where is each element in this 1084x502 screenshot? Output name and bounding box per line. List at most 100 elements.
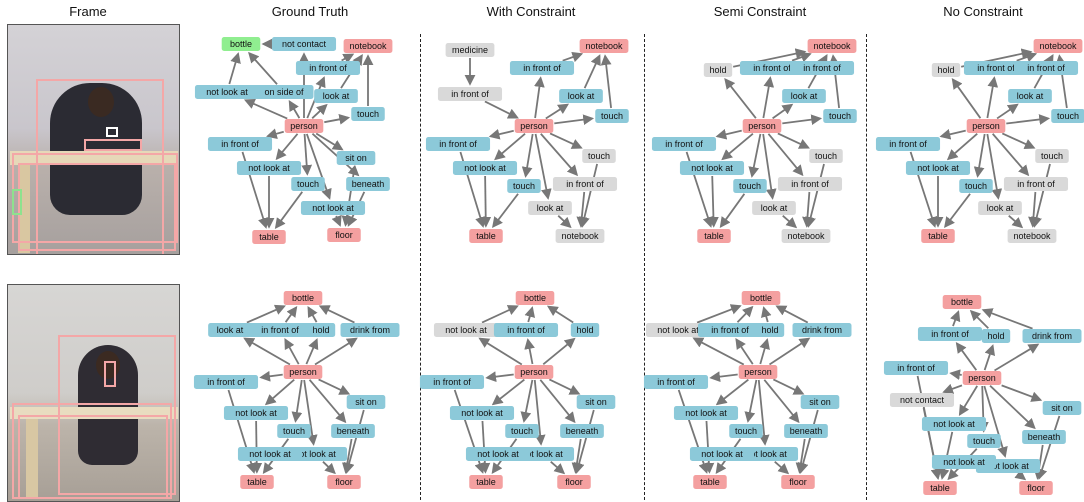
edge-person-to-notlookg — [478, 337, 523, 366]
node-box — [752, 201, 796, 215]
node-box — [437, 87, 503, 101]
node-label: bottle — [292, 293, 314, 303]
node-box — [1008, 89, 1052, 103]
edge-person-to-notlook1 — [491, 378, 525, 406]
edge-sit-to-floor — [573, 409, 595, 474]
node-label: in front of — [261, 325, 299, 335]
node-label: bottle — [951, 297, 973, 307]
separator-1 — [420, 34, 421, 500]
node-box — [283, 291, 323, 305]
node-label: look at — [217, 325, 244, 335]
node-label: on side of — [264, 87, 304, 97]
edge-person-to-infront2 — [949, 369, 962, 380]
header-no-constraint: No Constraint — [943, 4, 1023, 19]
node-label: touch — [973, 436, 995, 446]
node-box — [883, 361, 949, 375]
node-notlook3: not look at — [465, 447, 531, 461]
node-box — [792, 323, 852, 337]
node-beneath: beneath — [1022, 430, 1066, 444]
edge-person-to-toucha — [549, 132, 583, 149]
edge-notlook2-to-floor — [774, 460, 790, 475]
edge-person-to-sit — [548, 378, 581, 395]
node-infront2: in front of — [651, 137, 717, 151]
node-infront1b: in front of — [1013, 61, 1079, 75]
node-notlookg: not look at — [433, 323, 499, 337]
edge-lookg-to-notebook2 — [1008, 214, 1024, 229]
node-label: person — [520, 367, 548, 377]
node-notlook1: not look at — [921, 417, 987, 431]
node-label: person — [520, 121, 548, 131]
edge-person-to-lookat — [996, 103, 1019, 120]
node-label: not look at — [987, 461, 1029, 471]
edge-notlook1-to-table — [251, 420, 263, 474]
node-box — [469, 475, 503, 489]
edge-person-to-touch — [520, 379, 534, 423]
node-box — [921, 417, 987, 431]
edge-notlook2-to-table — [708, 175, 719, 228]
edge-notlook2-to-floor — [550, 460, 566, 475]
edge-person-to-notcontact — [942, 383, 963, 394]
bbox-floor — [18, 163, 176, 251]
node-box — [505, 424, 539, 438]
node-box — [962, 371, 1002, 385]
node-box — [507, 179, 541, 193]
edge-beneath-to-floor — [795, 438, 807, 474]
node-label: drink from — [1032, 331, 1072, 341]
node-box — [1022, 430, 1066, 444]
edge-infront1-to-notebook — [562, 51, 584, 63]
node-box — [514, 119, 554, 133]
edge-drink-to-bottle — [981, 308, 1033, 330]
node-lookg: look at — [528, 201, 572, 215]
node-label: in front of — [657, 377, 695, 387]
edge-person-to-notlookg — [692, 337, 745, 366]
edge-person-to-notlook2 — [494, 132, 526, 161]
node-person: person — [284, 119, 324, 133]
edge-infront3-to-notebook2 — [802, 191, 813, 228]
edge-person-to-drink — [314, 337, 358, 366]
node-lookg: look at — [978, 201, 1022, 215]
edge-person-to-infront2 — [259, 370, 283, 382]
edge-person-to-notlook2 — [946, 132, 978, 161]
node-label: touch — [739, 181, 761, 191]
node-box — [284, 119, 324, 133]
node-person: person — [514, 365, 554, 379]
node-box — [449, 406, 515, 420]
edge-person-to-infront3 — [540, 133, 579, 177]
node-notebook2: notebook — [781, 229, 831, 243]
edge-notlookg-to-bottle — [481, 305, 519, 324]
node-infront3: in front of — [1003, 177, 1069, 191]
node-label: touch — [513, 181, 535, 191]
node-label: person — [744, 367, 772, 377]
node-notebook2: notebook — [1007, 229, 1057, 243]
separator-3 — [866, 34, 867, 500]
node-label: sit on — [1051, 403, 1073, 413]
node-label: notebook — [787, 231, 825, 241]
node-box — [729, 424, 763, 438]
node-label: floor — [565, 477, 583, 487]
node-label: in front of — [753, 63, 791, 73]
node-sit: sit on — [800, 395, 840, 409]
node-touch1: touch — [823, 109, 857, 123]
node-infront3: in front of — [552, 177, 618, 191]
edge-person-to-infront2 — [709, 371, 738, 382]
node-box — [306, 323, 336, 337]
node-infront1: in front of — [247, 323, 313, 337]
node-label: touch — [1057, 111, 1079, 121]
node-label: floor — [335, 230, 353, 240]
node-box — [738, 365, 778, 379]
scene-graph-row1-no-constraint: notebook hold in front of in front of look a… — [875, 39, 1084, 243]
node-label: floor — [789, 477, 807, 487]
node-sit: sit on — [346, 395, 386, 409]
node-box — [340, 323, 400, 337]
node-label: sit on — [355, 397, 377, 407]
node-box — [314, 89, 358, 103]
edge-person-to-hold — [951, 77, 982, 119]
node-notebook2: notebook — [555, 229, 605, 243]
edge-notlook2-to-floor — [1014, 469, 1027, 481]
node-hold: hold — [931, 63, 961, 77]
node-label: drink from — [802, 325, 842, 335]
node-table: table — [469, 229, 503, 243]
